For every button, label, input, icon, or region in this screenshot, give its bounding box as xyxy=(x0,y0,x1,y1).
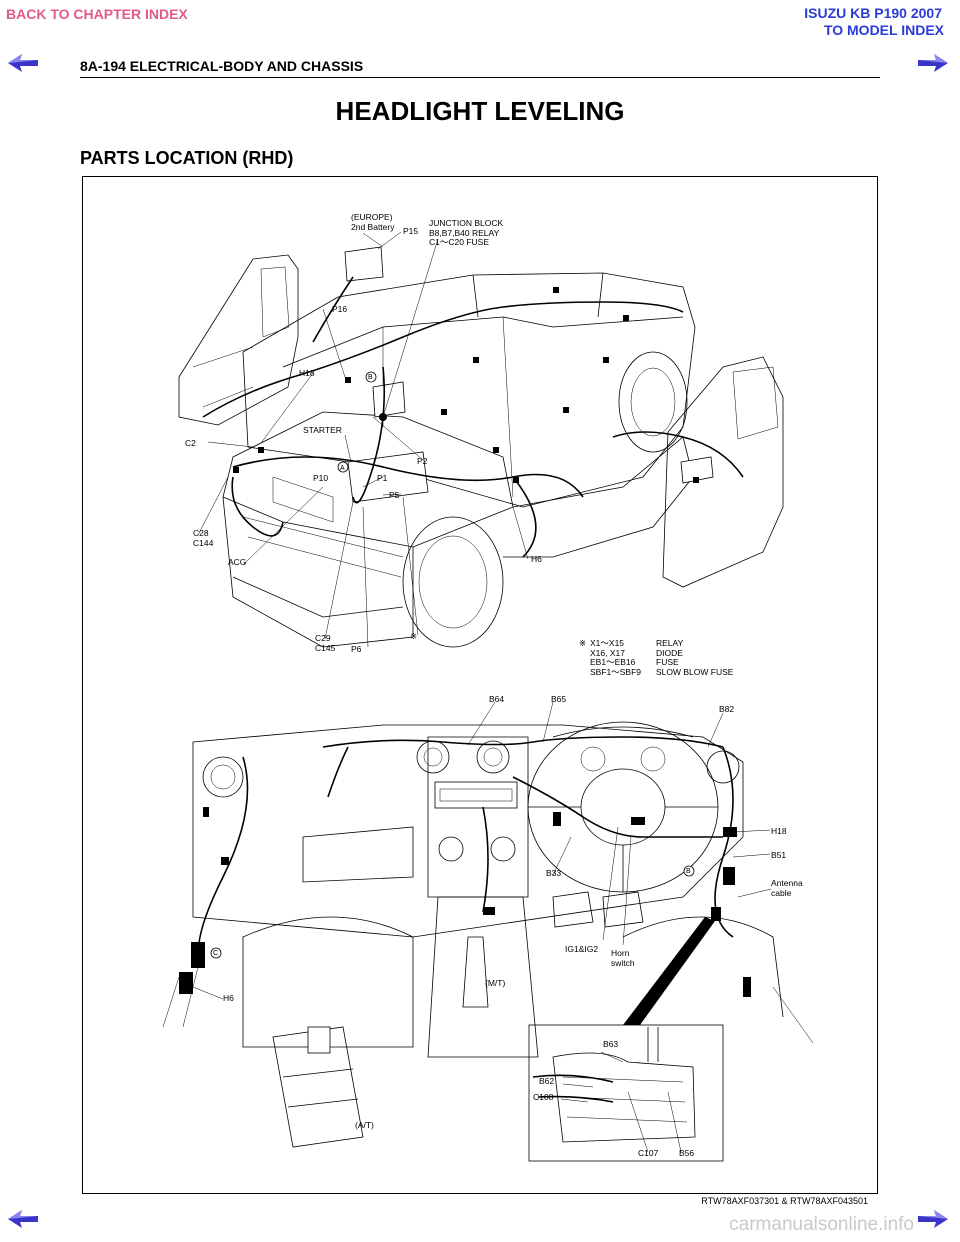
prev-page-arrow-icon[interactable] xyxy=(6,52,40,74)
label-b64: B64 xyxy=(489,694,505,704)
label-europe-2nd-battery: (EUROPE) 2nd Battery xyxy=(351,212,395,232)
label-c108: C108 xyxy=(533,1092,554,1102)
next-page-arrow-icon[interactable] xyxy=(916,52,950,74)
label-p2: P2 xyxy=(417,456,428,466)
header-rule xyxy=(80,77,880,78)
watermark: carmanualsonline.info xyxy=(729,1214,914,1235)
marker-b-dash: B xyxy=(686,868,691,875)
label-ig1-ig2: IG1&IG2 xyxy=(565,944,599,954)
label-p6: P6 xyxy=(351,644,362,654)
label-p15: P15 xyxy=(403,226,419,236)
page-header: 8A-194 ELECTRICAL-BODY AND CHASSIS xyxy=(80,58,364,74)
label-b62: B62 xyxy=(539,1076,555,1086)
legend-mark: ※ xyxy=(579,638,587,648)
book-title: ISUZU KB P190 2007 xyxy=(804,5,942,21)
back-to-chapter-index-link[interactable]: BACK TO CHAPTER INDEX xyxy=(6,6,188,22)
to-model-index-link[interactable]: TO MODEL INDEX xyxy=(823,22,944,38)
label-mt: (M/T) xyxy=(485,978,506,988)
label-junction-block: JUNCTION BLOCK B8,B7,B40 RELAY C1～C20 FU… xyxy=(429,218,504,247)
label-mark: ※ xyxy=(410,631,418,641)
label-p16: P16 xyxy=(332,304,348,314)
section-title: PARTS LOCATION (RHD) xyxy=(80,148,294,168)
marker-b-top: B xyxy=(368,374,373,381)
label-b56: B56 xyxy=(679,1148,695,1158)
label-h6-dash: H6 xyxy=(223,993,234,1003)
prev-page-arrow-bottom-icon[interactable] xyxy=(6,1208,40,1230)
label-h6-top: H6 xyxy=(531,554,542,564)
label-starter: STARTER xyxy=(303,425,342,435)
label-b82: B82 xyxy=(719,704,735,714)
marker-c: C xyxy=(213,950,219,957)
figure-reference: RTW78AXF037301 & RTW78AXF043501 xyxy=(701,1196,868,1206)
label-p1: P1 xyxy=(377,473,388,483)
label-p5: P5 xyxy=(389,490,400,500)
next-page-arrow-bottom-icon[interactable] xyxy=(916,1208,950,1230)
label-acg: ACG xyxy=(228,557,247,567)
page-title: HEADLIGHT LEVELING xyxy=(335,96,625,126)
legend-meanings: RELAY DIODE FUSE SLOW BLOW FUSE xyxy=(656,638,734,677)
label-b63: B63 xyxy=(603,1039,619,1049)
label-c28-c144: C28 C144 xyxy=(193,528,214,548)
parts-location-figure: (EUROPE) 2nd Battery P15 JUNCTION BLOCK … xyxy=(82,176,878,1194)
label-h18-dash: H18 xyxy=(771,826,787,836)
label-c107: C107 xyxy=(638,1148,659,1158)
label-at: (A/T) xyxy=(355,1120,374,1130)
label-p10: P10 xyxy=(313,473,329,483)
marker-a: A xyxy=(340,465,345,472)
label-antenna-cable: Antenna cable xyxy=(771,878,803,898)
label-horn-switch: Horn switch xyxy=(611,948,635,968)
wiring-diagram-drawing xyxy=(162,231,814,1162)
legend-codes: X1～X15 X16, X17 EB1～EB16 SBF1～SBF9 xyxy=(590,638,642,677)
label-c29-c145: C29 C145 xyxy=(315,633,336,653)
label-b51: B51 xyxy=(771,850,787,860)
label-h18-top: H18 xyxy=(299,368,315,378)
label-c2: C2 xyxy=(185,438,196,448)
label-b65: B65 xyxy=(551,694,567,704)
label-b33: B33 xyxy=(546,868,562,878)
